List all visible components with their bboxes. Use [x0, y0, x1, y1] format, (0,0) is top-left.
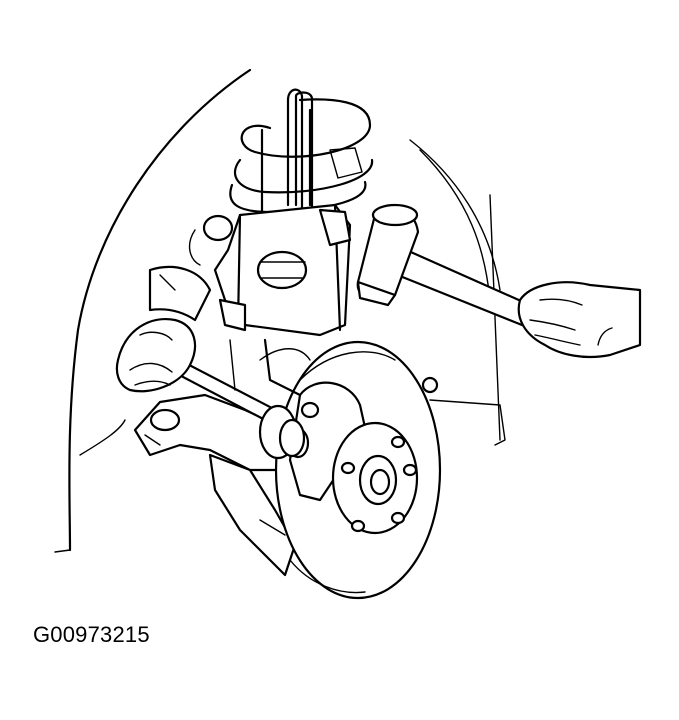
caliper-hanger-wire [286, 88, 314, 210]
brake-caliper [202, 203, 352, 397]
hammer [356, 203, 532, 327]
fender-arch [54, 68, 252, 553]
right-hand [517, 281, 642, 359]
left-hand [115, 265, 212, 393]
wheel-hub [331, 421, 419, 535]
wheel-well [409, 139, 506, 446]
figure-id-label: G00973215 [33, 622, 150, 647]
wheel-studs [340, 435, 418, 533]
wrench-extension [162, 353, 306, 460]
brake-caliper-illustration [54, 68, 642, 600]
suspension-details [188, 229, 439, 394]
